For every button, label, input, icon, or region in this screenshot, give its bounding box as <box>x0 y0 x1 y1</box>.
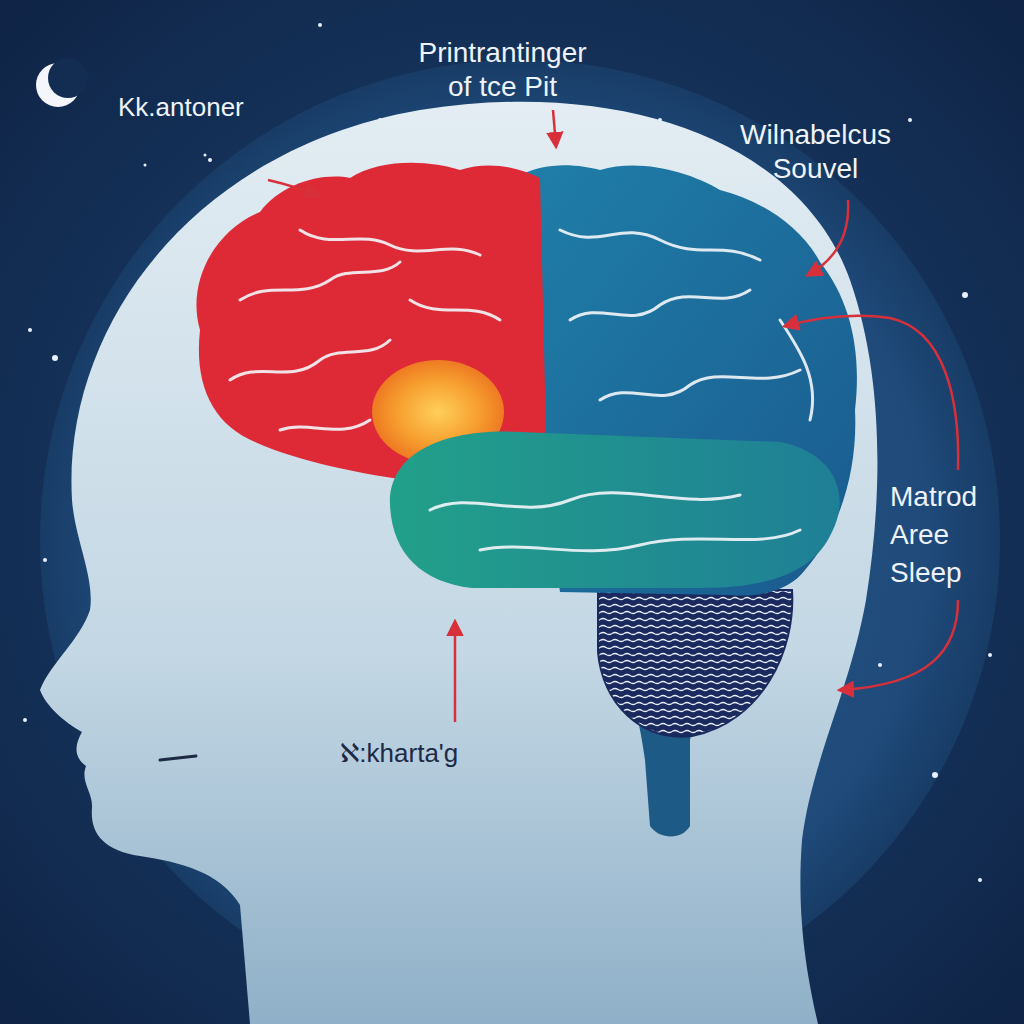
head-silhouette <box>40 102 877 1024</box>
region-label: Printrantinger of tce Pit <box>416 36 589 103</box>
region-label: Matrod Aree Sleep <box>890 478 982 591</box>
gyri-lines <box>230 230 813 551</box>
temporal-band <box>390 432 840 588</box>
cerebellum <box>598 590 792 737</box>
moon <box>36 58 88 107</box>
region-label: ℵ:kharta'g <box>340 738 458 769</box>
region-label: Kk.antoner <box>118 92 244 123</box>
mouth-line <box>160 756 196 760</box>
region-label: Wilnabelcus Souvel <box>738 118 893 185</box>
leader-lines <box>268 110 958 722</box>
